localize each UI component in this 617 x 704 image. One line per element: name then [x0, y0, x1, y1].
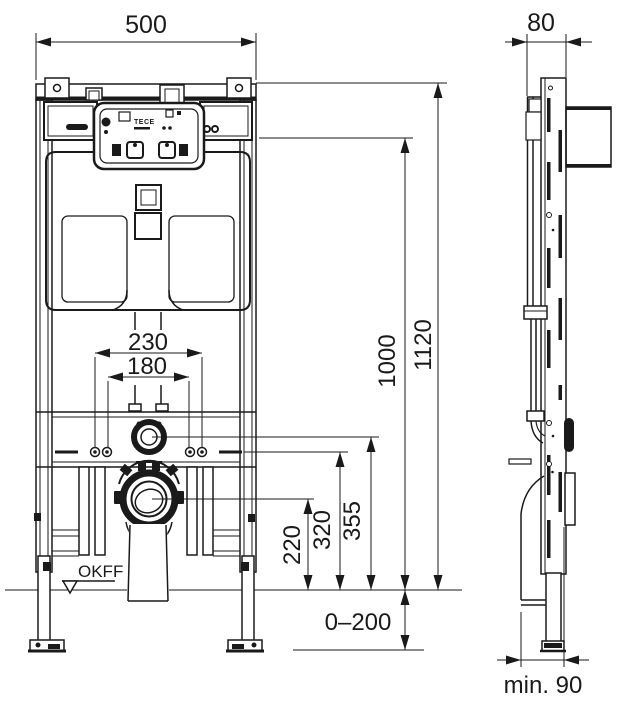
dim-label-min-90: min. 90 — [504, 672, 583, 699]
dim-foot-adjust: 0–200 — [325, 590, 410, 650]
dim-bolt-spacing-230: 230 — [94, 329, 203, 447]
dim-label-80: 80 — [527, 9, 555, 37]
dim-label-230: 230 — [128, 329, 168, 356]
floor-level-marker: OKFF — [61, 562, 123, 595]
dim-panel-height-1000: 1000 — [374, 138, 410, 590]
dim-label-1000: 1000 — [374, 334, 401, 387]
okff-label: OKFF — [78, 562, 123, 581]
dim-bolt-spacing-180: 180 — [107, 353, 190, 447]
dim-min-90: min. 90 — [497, 527, 589, 699]
lower-braces — [52, 466, 240, 557]
dim-outlet-height-220: 220 — [279, 499, 313, 590]
extension-lines — [152, 82, 447, 651]
cistern — [45, 151, 251, 311]
front-view: TECE — [5, 77, 462, 653]
cistern-top-panels — [43, 87, 253, 141]
threaded-rod — [565, 106, 612, 168]
side-view — [508, 77, 612, 653]
dim-bolt-height-320: 320 — [309, 452, 345, 590]
dim-depth-80: 80 — [505, 9, 592, 96]
dim-label-1120: 1120 — [410, 319, 437, 371]
dim-label-220: 220 — [279, 525, 306, 565]
side-foot — [540, 572, 566, 653]
side-cistern-pipe — [508, 96, 576, 606]
drain-assembly — [114, 459, 184, 602]
dim-total-height-1120: 1120 — [410, 83, 443, 590]
dim-label-320: 320 — [309, 510, 336, 550]
dim-label-355: 355 — [339, 501, 366, 541]
flush-pipe — [128, 312, 169, 412]
lower-panel — [36, 411, 256, 468]
side-rail — [540, 77, 567, 575]
dim-supply-height-355: 355 — [339, 437, 376, 590]
dim-width-500: 500 — [35, 11, 257, 80]
dim-label-0-200: 0–200 — [325, 609, 392, 636]
inspection-box: TECE — [92, 84, 206, 171]
dim-label-180: 180 — [127, 353, 167, 380]
dim-label-500: 500 — [125, 11, 167, 39]
adjustable-feet — [28, 555, 264, 653]
frame-rails — [34, 99, 257, 573]
brand-logo: TECE — [134, 119, 155, 126]
dimensions: 500 230 180 1120 1000 — [35, 9, 592, 699]
